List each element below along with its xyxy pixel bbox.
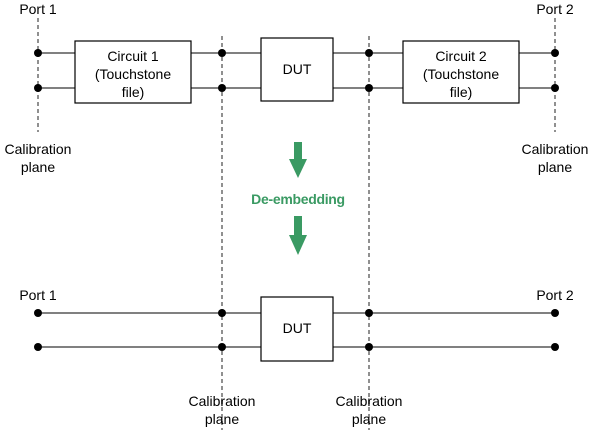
bottom-circuit: DUT Port 1 Port 2 Calibration plane Cali… xyxy=(19,287,574,427)
terminal-dot xyxy=(218,49,226,57)
circuit2-box xyxy=(402,40,520,104)
terminal-dot xyxy=(218,309,226,317)
de-embedding-label: De-embedding xyxy=(251,191,345,207)
top-dut-label: DUT xyxy=(283,61,312,77)
terminal-dot xyxy=(365,309,373,317)
circuit2-label-line2: (Touchstone xyxy=(423,66,499,82)
terminal-dot xyxy=(551,84,559,92)
top-dut-box xyxy=(260,37,334,102)
terminal-dot xyxy=(551,343,559,351)
top-left-calibration-label-line2: plane xyxy=(21,159,55,175)
bottom-left-calibration-label-line1: Calibration xyxy=(189,393,256,409)
top-port2-label: Port 2 xyxy=(536,1,574,17)
bottom-dut-label: DUT xyxy=(283,320,312,336)
circuit1-box xyxy=(74,40,192,104)
terminal-dot xyxy=(34,309,42,317)
terminal-dot xyxy=(551,309,559,317)
top-left-calibration-label-line1: Calibration xyxy=(5,141,72,157)
top-right-calibration-label-line2: plane xyxy=(538,159,572,175)
bottom-dut-box xyxy=(260,296,334,362)
terminal-dot xyxy=(365,84,373,92)
down-arrow-icon xyxy=(289,216,307,255)
circuit1-label-line3: file) xyxy=(122,84,145,100)
circuit2-label-line3: file) xyxy=(450,84,473,100)
terminal-dot xyxy=(218,84,226,92)
bottom-right-calibration-label-line2: plane xyxy=(352,411,386,427)
terminal-dot xyxy=(218,343,226,351)
de-embedding-transition: De-embedding xyxy=(251,142,345,255)
top-circuit: Circuit 1 (Touchstone file) DUT Circuit … xyxy=(5,1,589,430)
terminal-dot xyxy=(34,343,42,351)
top-port1-label: Port 1 xyxy=(19,1,57,17)
terminal-dot xyxy=(365,49,373,57)
arrow-head xyxy=(289,235,307,255)
down-arrow-icon xyxy=(289,142,307,178)
top-right-calibration-label-line1: Calibration xyxy=(522,141,589,157)
circuit2-label-line1: Circuit 2 xyxy=(435,48,487,64)
circuit1-label-line1: Circuit 1 xyxy=(107,48,159,64)
bottom-left-calibration-label-line2: plane xyxy=(205,411,239,427)
bottom-port1-label: Port 1 xyxy=(19,287,57,303)
arrow-shaft xyxy=(294,142,302,161)
bottom-port2-label: Port 2 xyxy=(536,287,574,303)
arrow-head xyxy=(289,159,307,178)
arrow-shaft xyxy=(294,216,302,237)
terminal-dot xyxy=(34,49,42,57)
bottom-right-calibration-label-line1: Calibration xyxy=(336,393,403,409)
terminal-dot xyxy=(34,84,42,92)
circuit1-label-line2: (Touchstone xyxy=(95,66,171,82)
terminal-dot xyxy=(551,49,559,57)
terminal-dot xyxy=(365,343,373,351)
